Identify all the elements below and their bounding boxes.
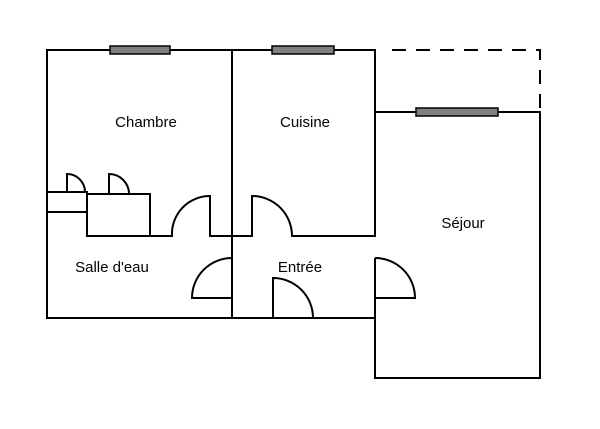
door-closet-small	[66, 172, 86, 193]
door-cuisine	[251, 194, 293, 237]
door-closet-large	[108, 172, 130, 195]
closet-small	[46, 191, 88, 213]
window-sejour	[415, 107, 499, 117]
room-label-entree: Entrée	[278, 259, 322, 276]
room-label-salle-d-eau: Salle d'eau	[75, 259, 149, 276]
room-label-cuisine: Cuisine	[280, 114, 330, 131]
outer-wall-left-block	[46, 49, 376, 319]
doors	[66, 172, 417, 319]
balcony-dashed-outline	[392, 49, 541, 112]
outer-wall-sejour	[374, 111, 541, 379]
room-label-sejour: Séjour	[441, 215, 484, 232]
door-salle-d-eau	[190, 257, 233, 299]
door-sejour	[374, 257, 417, 299]
window-cuisine	[271, 45, 335, 55]
windows	[109, 45, 499, 117]
door-chambre	[170, 194, 211, 237]
room-labels: Chambre Cuisine Séjour Salle d'eau Entré…	[75, 114, 485, 276]
outer-walls	[46, 49, 541, 379]
window-chambre	[109, 45, 171, 55]
room-label-chambre: Chambre	[115, 114, 177, 131]
closet-large-top	[86, 193, 151, 237]
interior-walls	[46, 49, 376, 319]
door-entree-front	[272, 276, 314, 319]
